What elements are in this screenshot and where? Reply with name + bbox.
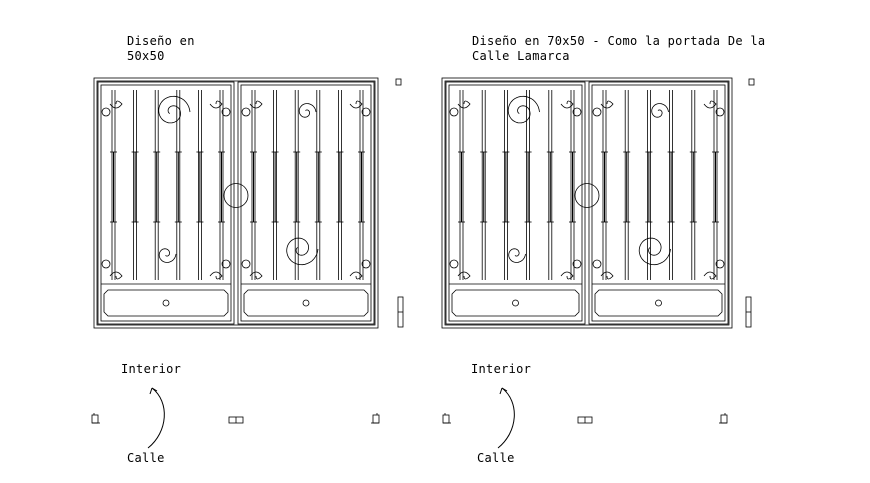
post-symbol xyxy=(442,413,451,424)
rosette xyxy=(715,259,725,269)
post-symbol xyxy=(371,413,380,424)
small-curl xyxy=(209,100,223,109)
small-curl xyxy=(703,271,717,280)
kick-panel xyxy=(451,289,580,317)
lock-knob xyxy=(512,299,519,307)
plan-left-calle-label: Calle xyxy=(127,451,165,465)
rosette xyxy=(449,259,459,269)
gate-leaf-inner xyxy=(448,84,583,322)
scroll-ornament xyxy=(638,237,671,266)
plan-view-left: Interior Calle xyxy=(91,362,380,465)
rosette xyxy=(221,107,231,117)
gate-leaf-inner xyxy=(100,84,232,322)
small-curl xyxy=(249,271,263,280)
small-curl xyxy=(249,100,263,109)
gate-leaf-inner xyxy=(591,84,726,322)
right-title-line1: Diseño en 70x50 - Como la portada De la xyxy=(472,34,765,48)
rosette xyxy=(572,107,582,117)
plan-view-right: Interior Calle xyxy=(442,362,728,465)
gate-leaf-frame xyxy=(445,81,586,325)
swing-arc-right xyxy=(497,387,515,449)
side-marker-left xyxy=(395,78,404,328)
small-curl xyxy=(703,100,717,109)
gate-leaf-frame xyxy=(588,81,729,325)
gate-outer-frame xyxy=(441,77,733,329)
small-curl xyxy=(600,271,614,280)
center-medallion xyxy=(574,183,600,208)
small-curl xyxy=(600,100,614,109)
plan-right-interior-label: Interior xyxy=(471,362,531,376)
left-title-line2: 50x50 xyxy=(127,49,165,63)
kick-panel xyxy=(243,289,369,317)
rosette xyxy=(361,107,371,117)
gate-leaf-frame xyxy=(237,81,375,325)
rosette xyxy=(572,259,582,269)
swing-arc-left xyxy=(147,387,165,449)
scroll-ornament xyxy=(158,248,177,263)
gate-elevation-left xyxy=(93,77,379,329)
post-symbol xyxy=(719,413,728,424)
scroll-ornament xyxy=(298,103,317,118)
rosette xyxy=(592,259,602,269)
gate-frame-inner xyxy=(444,80,730,326)
small-curl xyxy=(109,100,123,109)
kick-panel xyxy=(103,289,229,317)
scroll-ornament xyxy=(507,95,540,124)
center-post-symbol xyxy=(228,416,244,424)
scroll-ornament xyxy=(286,237,319,266)
gate-outer-frame xyxy=(93,77,379,329)
small-curl xyxy=(109,271,123,280)
rosette xyxy=(241,259,251,269)
rosette xyxy=(592,107,602,117)
small-curl xyxy=(560,100,574,109)
small-curl xyxy=(349,271,363,280)
scroll-ornament xyxy=(508,248,526,263)
rosette xyxy=(221,259,231,269)
small-curl xyxy=(457,271,471,280)
center-post-symbol xyxy=(577,416,593,424)
left-title-line1: Diseño en xyxy=(127,34,195,48)
scroll-ornament xyxy=(158,95,191,124)
side-marker-right xyxy=(745,78,755,328)
rosette xyxy=(101,107,111,117)
rosette xyxy=(101,259,111,269)
gate-leaf-frame xyxy=(97,81,235,325)
rosette xyxy=(449,107,459,117)
kick-panel xyxy=(594,289,723,317)
rosette xyxy=(715,107,725,117)
center-medallion xyxy=(223,183,249,208)
rosette xyxy=(361,259,371,269)
lock-knob xyxy=(302,299,310,307)
plan-right-calle-label: Calle xyxy=(477,451,515,465)
small-curl xyxy=(209,271,223,280)
plan-left-interior-label: Interior xyxy=(121,362,181,376)
small-curl xyxy=(457,100,471,109)
gate-leaf-inner xyxy=(240,84,372,322)
scroll-ornament xyxy=(651,103,669,118)
gate-elevation-right xyxy=(441,77,733,329)
gate-frame-inner xyxy=(96,80,376,326)
post-symbol xyxy=(91,413,100,424)
small-curl xyxy=(560,271,574,280)
right-title-line2: Calle Lamarca xyxy=(472,49,570,63)
rosette xyxy=(241,107,251,117)
lock-knob xyxy=(162,299,170,307)
small-curl xyxy=(349,100,363,109)
lock-knob xyxy=(655,299,662,307)
